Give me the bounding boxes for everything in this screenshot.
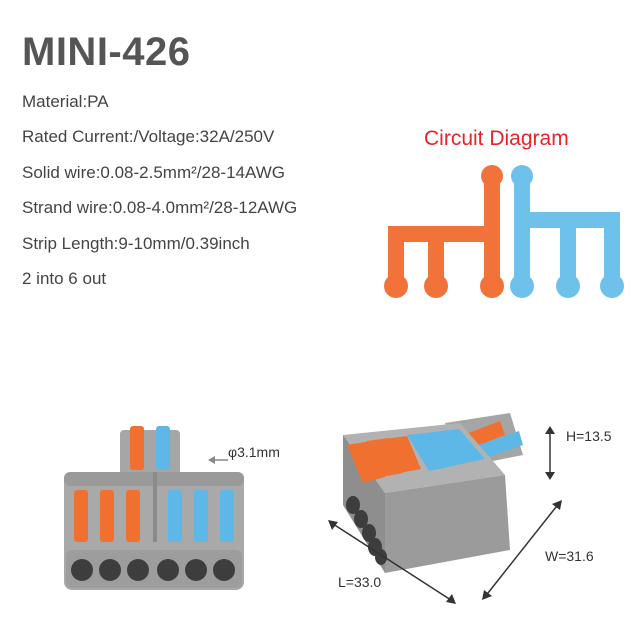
spec-strand-wire: Strand wire:0.08-4.0mm²/28-12AWG: [22, 198, 298, 217]
spec-material: Material:PA: [22, 92, 109, 111]
connector-front-view: [64, 426, 244, 590]
spec-solid-wire: Solid wire:0.08-2.5mm²/28-14AWG: [22, 163, 285, 182]
circuit-diagram: [384, 165, 624, 298]
length-label: L=33.0: [338, 574, 382, 590]
spec-strip-length: Strip Length:9-10mm/0.39inch: [22, 234, 250, 253]
spec-rated: Rated Current:/Voltage:32A/250V: [22, 127, 275, 146]
height-label: H=13.5: [566, 428, 612, 444]
width-label: W=31.6: [545, 548, 594, 564]
connector-perspective-view: [343, 413, 523, 573]
circuit-left-branch: [384, 165, 504, 298]
width-arrow: [482, 500, 562, 600]
spec-in-out: 2 into 6 out: [22, 269, 107, 288]
diameter-label: φ3.1mm: [228, 444, 280, 460]
circuit-diagram-title: Circuit Diagram: [424, 127, 569, 150]
circuit-right-branch: [510, 165, 624, 298]
height-arrow: [545, 426, 555, 480]
length-arrow: [328, 520, 456, 604]
product-title: MINI-426: [22, 30, 191, 74]
diameter-arrow: [208, 456, 228, 464]
